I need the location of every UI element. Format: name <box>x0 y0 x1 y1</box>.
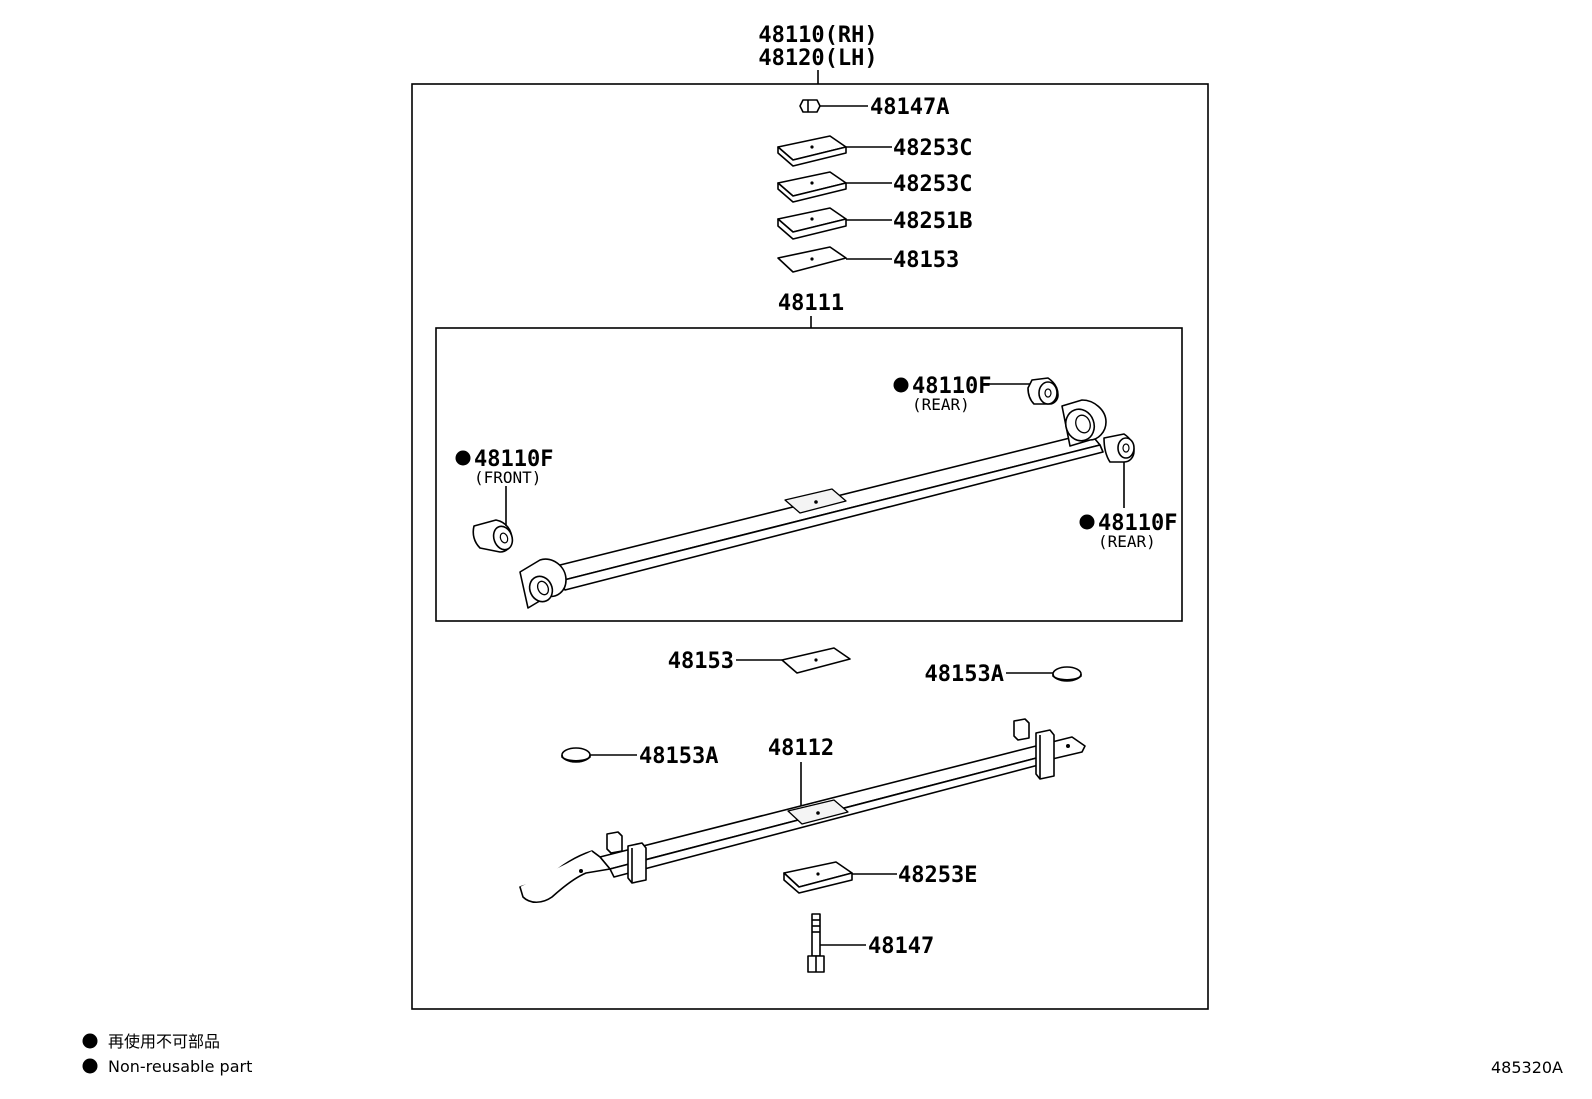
part-label-48153-top[interactable]: 48153 <box>893 248 959 273</box>
part-label-48147a[interactable]: 48147A <box>870 95 949 120</box>
part-label-48253c-2[interactable]: 48253C <box>893 172 972 197</box>
leaf-no1-frame <box>435 327 1183 622</box>
assembly-frame <box>411 83 1209 1010</box>
center-bolt-48147[interactable] <box>807 913 825 973</box>
assembly-number-lh[interactable]: 48120(LH) <box>758 46 877 71</box>
non-reusable-marker-2 <box>455 450 471 466</box>
part-label-48110f-rear-lower[interactable]: 48110F <box>1098 511 1177 536</box>
note-rear-upper: (REAR) <box>912 395 970 414</box>
part-label-48153a-right[interactable]: 48153A <box>925 662 1004 687</box>
legend-marker-ja <box>82 1033 98 1049</box>
part-label-48251b[interactable]: 48251B <box>893 209 972 234</box>
note-rear-lower: (REAR) <box>1098 532 1156 551</box>
nut-48147a[interactable] <box>799 99 821 113</box>
part-label-48110f-rear-upper[interactable]: 48110F <box>912 374 991 399</box>
insert-disc-48153a-left[interactable] <box>561 747 591 763</box>
part-label-48110f-front[interactable]: 48110F <box>474 447 553 472</box>
bushing-rear-upper[interactable] <box>1027 377 1059 405</box>
part-label-48253e[interactable]: 48253E <box>898 863 977 888</box>
spacer-plate-48253e[interactable] <box>783 861 853 894</box>
insert-disc-48153a-right[interactable] <box>1052 666 1082 682</box>
bushing-front[interactable] <box>472 519 515 553</box>
part-label-48253c-1[interactable]: 48253C <box>893 136 972 161</box>
leaf-spring-48112[interactable] <box>519 718 1086 904</box>
part-label-48112[interactable]: 48112 <box>768 736 834 761</box>
part-label-48153-bottom[interactable]: 48153 <box>668 649 734 674</box>
non-reusable-marker-3 <box>1079 514 1095 530</box>
insert-plate-48153-top[interactable] <box>777 246 847 273</box>
legend-marker-en <box>82 1058 98 1074</box>
non-reusable-marker-1 <box>893 377 909 393</box>
insert-plate-48153-bottom[interactable] <box>781 647 851 674</box>
spacer-plate-48253c-1[interactable] <box>777 135 847 167</box>
legend-text-japanese: 再使用不可部品 <box>108 1032 220 1051</box>
part-label-48153a-left[interactable]: 48153A <box>639 744 718 769</box>
part-label-48111[interactable]: 48111 <box>778 291 844 316</box>
leaf-spring-48111[interactable] <box>519 399 1107 609</box>
bushing-rear-lower[interactable] <box>1103 433 1135 463</box>
legend-text-english: Non-reusable part <box>108 1057 252 1076</box>
diagram-code: 485320A <box>1491 1058 1563 1077</box>
assembly-number-rh[interactable]: 48110(RH) <box>758 23 877 48</box>
part-label-48147[interactable]: 48147 <box>868 934 934 959</box>
note-front: (FRONT) <box>474 468 541 487</box>
spacer-plate-48251b[interactable] <box>777 207 847 240</box>
spacer-plate-48253c-2[interactable] <box>777 171 847 203</box>
